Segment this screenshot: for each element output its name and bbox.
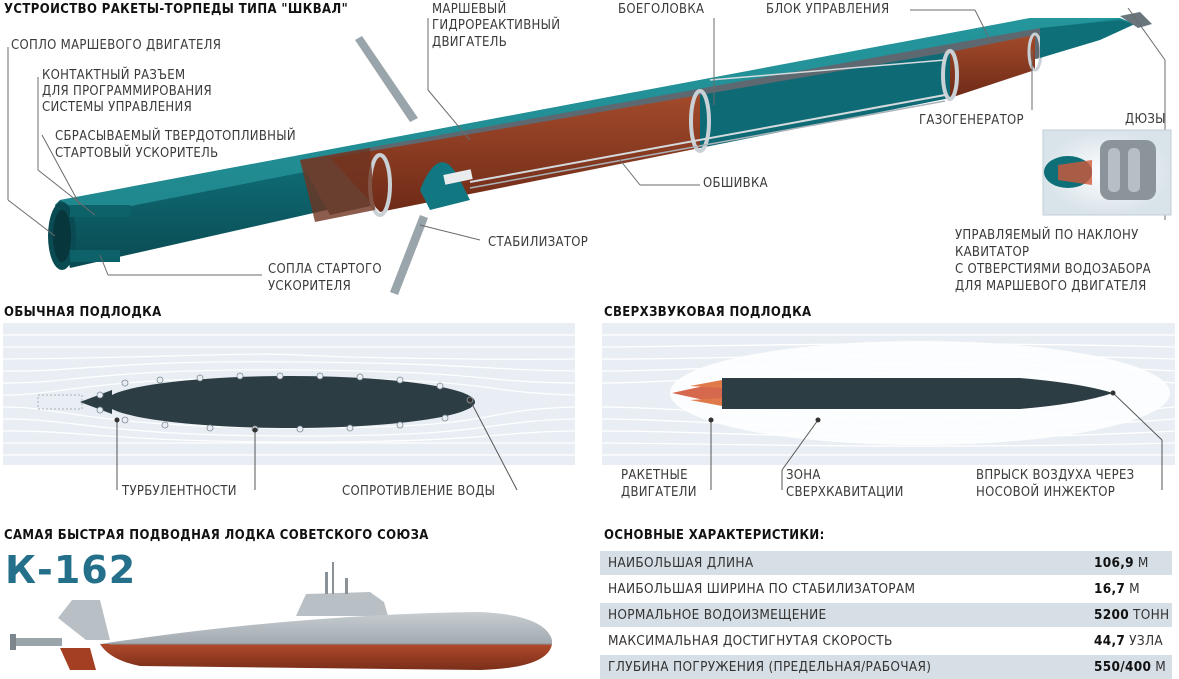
- torpedo-illustration: [7, 7, 1172, 295]
- submarine-sail: [296, 592, 388, 616]
- label-booster-nozzles-1: СОПЛА СТАРТОГО: [268, 262, 382, 277]
- specs-title: ОСНОВНЫЕ ХАРАКТЕРИСТИКИ:: [604, 528, 825, 543]
- label-cavitator-1: УПРАВЛЯЕМЫЙ ПО НАКЛОНУ: [955, 228, 1139, 243]
- label-booster-2: СТАРТОВЫЙ УСКОРИТЕЛЬ: [55, 146, 219, 161]
- spec-name: НАИБОЛЬШАЯ ШИРИНА ПО СТАБИЛИЗАТОРАМ: [608, 581, 916, 597]
- label-water-resistance: СОПРОТИВЛЕНИЕ ВОДЫ: [342, 484, 496, 499]
- spec-name: НАИБОЛЬШАЯ ДЛИНА: [608, 555, 754, 571]
- submarine-name: К-162: [5, 548, 137, 592]
- spec-number: 5200: [1094, 607, 1130, 623]
- spec-number: 106,9: [1094, 555, 1134, 571]
- label-stabilizer: СТАБИЛИЗАТОР: [488, 235, 589, 250]
- label-main-engine-3: ДВИГАТЕЛЬ: [432, 35, 508, 50]
- stabilizer-fin-bottom: [390, 215, 428, 295]
- label-nozzles: ДЮЗЫ: [1125, 112, 1166, 127]
- spec-unit: М: [1129, 581, 1140, 597]
- nose-cone: [1040, 20, 1135, 58]
- label-warhead: БОЕГОЛОВКА: [618, 2, 705, 17]
- label-booster-1: СБРАСЫВАЕМЫЙ ТВЕРДОТОПЛИВНЫЙ: [55, 129, 296, 144]
- submarine-hull-top: [100, 612, 552, 644]
- spec-unit: М: [1137, 555, 1149, 571]
- label-booster-nozzles-2: УСКОРИТЕЛЯ: [268, 279, 352, 294]
- control-unit-section: [950, 35, 1035, 98]
- conventional-title: ОБЫЧНАЯ ПОДЛОДКА: [4, 305, 162, 320]
- label-connector-2: ДЛЯ ПРОГРАММИРОВАНИЯ: [42, 84, 212, 99]
- spec-unit: УЗЛА: [1129, 633, 1164, 649]
- submarine-hull-bottom: [100, 644, 552, 670]
- label-air-injection-1: ВПРЫСК ВОЗДУХА ЧЕРЕЗ: [976, 468, 1135, 483]
- spec-number: 44,7: [1094, 633, 1126, 649]
- label-connector-3: СИСТЕМЫ УПРАВЛЕНИЯ: [42, 100, 192, 115]
- label-cavitator-3: С ОТВЕРСТИЯМИ ВОДОЗАБОРА: [955, 262, 1151, 277]
- spec-row: ГЛУБИНА ПОГРУЖЕНИЯ (ПРЕДЕЛЬНАЯ/РАБОЧАЯ) 5…: [600, 655, 1172, 679]
- spec-name: НОРМАЛЬНОЕ ВОДОИЗМЕЩЕНИЕ: [608, 607, 827, 623]
- label-rocket-engines-1: РАКЕТНЫЕ: [621, 468, 688, 483]
- label-air-injection-2: НОСОВОЙ ИНЖЕКТОР: [976, 485, 1116, 500]
- spec-name: ГЛУБИНА ПОГРУЖЕНИЯ (ПРЕДЕЛЬНАЯ/РАБОЧАЯ): [608, 659, 932, 675]
- label-connector-1: КОНТАКТНЫЙ РАЗЪЕМ: [42, 68, 186, 83]
- stabilizer-fin-top: [355, 36, 418, 122]
- spec-number: 16,7: [1094, 581, 1126, 597]
- submarine-title: САМАЯ БЫСТРАЯ ПОДВОДНАЯ ЛОДКА СОВЕТСКОГО…: [4, 528, 429, 543]
- label-cavitator-2: КАВИТАТОР: [955, 245, 1030, 260]
- label-skin: ОБШИВКА: [703, 176, 768, 191]
- submarine-tail-fin: [58, 600, 110, 640]
- main-engine-section: [330, 95, 700, 212]
- label-rocket-engines-2: ДВИГАТЕЛИ: [621, 485, 697, 500]
- spec-unit: М: [1155, 659, 1167, 675]
- label-supercavitation-1: ЗОНА: [786, 468, 821, 483]
- label-supercavitation-2: СВЕРХКАВИТАЦИИ: [786, 485, 904, 500]
- torpedo-section-title: УСТРОИСТВО РАКЕТЫ-ТОРПЕДЫ ТИПА "ШКВАЛ": [4, 2, 349, 17]
- conventional-panel: [3, 323, 575, 465]
- label-sustainer-nozzle: СОПЛО МАРШЕВОГО ДВИГАТЕЛЯ: [11, 38, 222, 53]
- label-main-engine-1: МАРШЕВЫЙ: [432, 2, 507, 17]
- label-turbulence: ТУРБУЛЕНТНОСТИ: [122, 484, 237, 499]
- spec-unit: ТОНН: [1133, 607, 1170, 623]
- spec-number: 550/400: [1094, 659, 1152, 675]
- label-gas-generator: ГАЗОГЕНЕРАТОР: [919, 113, 1024, 128]
- warhead-section: [700, 52, 950, 148]
- supersonic-title: СВЕРХЗВУКОВАЯ ПОДЛОДКА: [604, 305, 812, 320]
- supersonic-panel: [602, 323, 1175, 465]
- spec-name: МАКСИМАЛЬНАЯ ДОСТИГНУТАЯ СКОРОСТЬ: [608, 633, 893, 649]
- label-control-unit: БЛОК УПРАВЛЕНИЯ: [766, 2, 890, 17]
- label-cavitator-4: ДЛЯ МАРШЕВОГО ДВИГАТЕЛЯ: [955, 279, 1147, 294]
- label-main-engine-2: ГИДРОРЕАКТИВНЫЙ: [432, 18, 561, 33]
